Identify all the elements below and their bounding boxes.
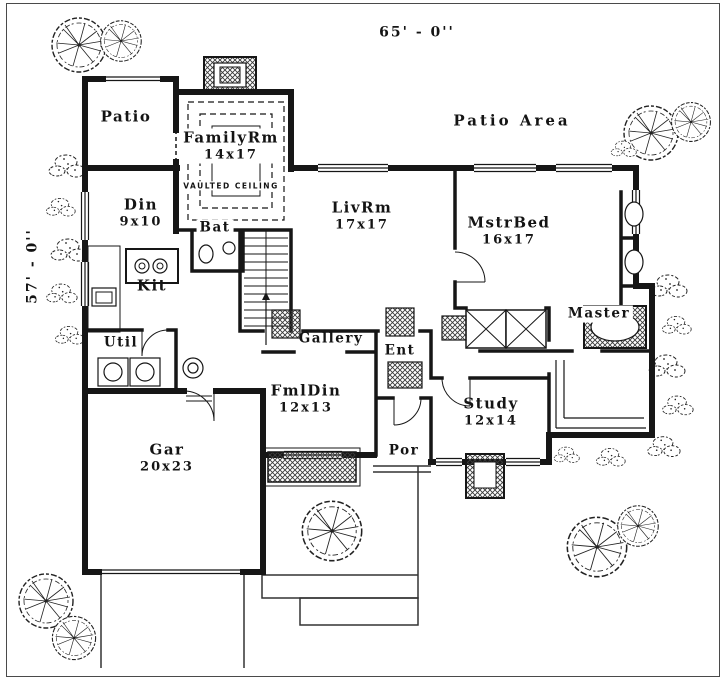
room-label-family-dining: FmlDin 12x13 [271, 382, 342, 417]
tree-icon [617, 505, 659, 547]
doors [141, 130, 486, 426]
door-mats [271, 307, 467, 389]
rock-cluster-icon [662, 315, 692, 335]
room-size-master-bed: 16x17 [482, 232, 536, 248]
room-size-living: 17x17 [335, 217, 389, 233]
rock-cluster-icon [647, 436, 681, 457]
tree-icon [100, 20, 142, 62]
room-name-dining: Din [123, 195, 159, 214]
fireplace [465, 453, 505, 499]
room-size-family: 14x17 [204, 147, 258, 163]
rock-cluster-icon [55, 325, 85, 345]
bath-fixtures [198, 241, 236, 264]
driveway [100, 575, 245, 668]
master-bath-fixtures [465, 201, 647, 429]
rock-cluster-icon [553, 446, 580, 463]
tree-icon [301, 500, 363, 562]
room-name-garage: Gar [149, 440, 185, 459]
dimension-height: 57' - 0'' [24, 228, 41, 304]
room-size-family-dining: 12x13 [279, 400, 333, 416]
note-vaulted-ceiling: VAULTED CEILING [180, 181, 282, 191]
room-label-kitchen: Kit [136, 276, 168, 295]
room-label-bath: Bat [196, 219, 234, 237]
room-name-study: Study [463, 394, 519, 413]
room-size-garage: 20x23 [140, 459, 194, 475]
site-lines [100, 458, 431, 668]
room-size-study: 12x14 [464, 413, 518, 429]
room-label-garage: Gar 20x23 [140, 441, 194, 476]
room-label-porch: Por [388, 442, 420, 459]
room-name-family: FamilyRm [183, 128, 279, 147]
room-label-living: LivRm 17x17 [332, 199, 393, 234]
tree-icon [51, 17, 107, 73]
room-label-patio: Patio [100, 107, 152, 126]
room-label-entry: Ent [384, 342, 416, 359]
rock-cluster-icon [50, 238, 88, 262]
room-label-master-bath: Master [564, 305, 634, 323]
closet-shelving [555, 360, 646, 429]
tree-icon [671, 102, 711, 142]
area-label-patio-area: Patio Area [453, 111, 571, 130]
room-label-master-bed: MstrBed 16x17 [467, 214, 550, 249]
tree-icon [51, 615, 97, 661]
room-label-study: Study 12x14 [463, 395, 518, 430]
chimney [203, 56, 257, 94]
rock-cluster-icon [48, 154, 86, 178]
deck-step [299, 597, 419, 626]
planter [263, 447, 361, 487]
interior-walls [83, 166, 654, 464]
room-size-dining: 9x10 [119, 214, 163, 230]
rock-cluster-icon [650, 274, 688, 298]
room-name-family-dining: FmlDin [270, 381, 342, 400]
porch-steps [373, 465, 431, 473]
staircase [244, 230, 288, 345]
utility-fixtures [97, 357, 204, 387]
room-label-utility: Util [103, 334, 139, 351]
rock-cluster-icon [662, 395, 694, 416]
room-name-living: LivRm [331, 198, 393, 217]
kitchen-fixtures [87, 245, 179, 333]
rock-cluster-icon [596, 447, 626, 467]
rock-cluster-icon [46, 197, 76, 217]
rock-cluster-icon [46, 283, 78, 304]
windows [78, 73, 642, 579]
room-label-gallery: Gallery [298, 330, 364, 347]
exterior-walls [82, 76, 655, 575]
room-label-dining: Din 9x10 [120, 196, 163, 231]
dimension-width: 65' - 0'' [379, 24, 455, 41]
room-label-family: FamilyRm 14x17 [180, 128, 282, 164]
room-name-master-bed: MstrBed [467, 213, 551, 232]
